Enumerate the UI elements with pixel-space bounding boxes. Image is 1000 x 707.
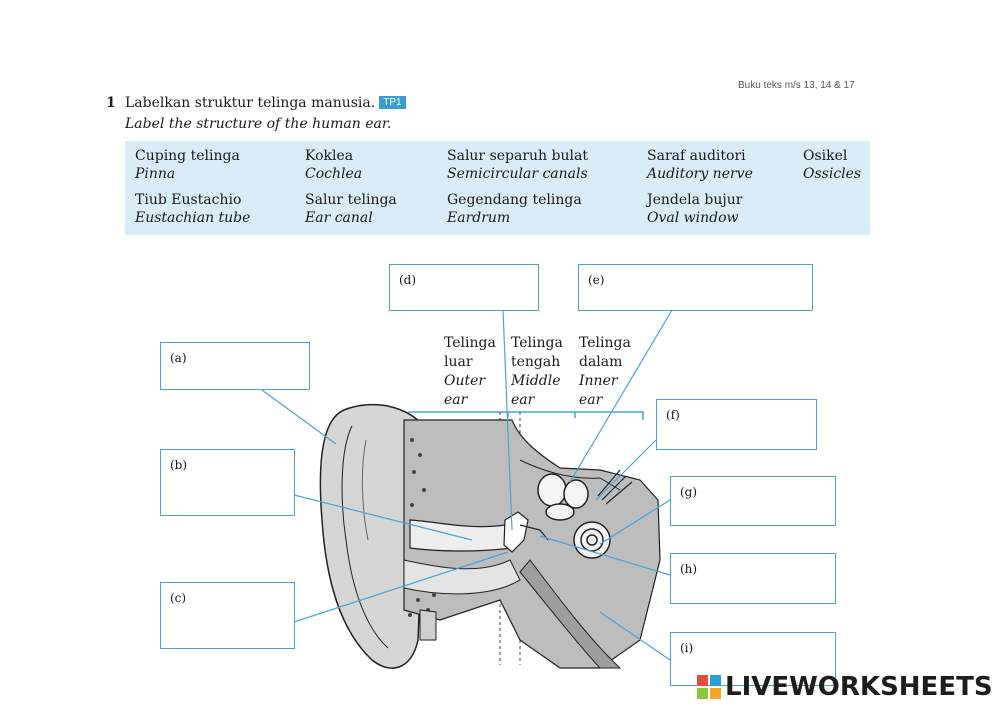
cochlea-shape <box>574 522 610 558</box>
answer-box-f[interactable]: (f) <box>656 399 817 450</box>
answer-box-d[interactable]: (d) <box>389 264 539 311</box>
answer-label: (h) <box>680 562 697 576</box>
answer-label: (g) <box>680 485 697 499</box>
answer-label: (e) <box>588 273 604 287</box>
answer-label: (b) <box>170 458 187 472</box>
answer-box-b[interactable]: (b) <box>160 449 295 516</box>
answer-box-g[interactable]: (g) <box>670 476 836 526</box>
answer-box-h[interactable]: (h) <box>670 553 836 604</box>
liveworksheets-logo: LIVEWORKSHEETS <box>697 672 993 702</box>
answer-box-c[interactable]: (c) <box>160 582 295 649</box>
logo-text: LIVEWORKSHEETS <box>725 672 993 702</box>
answer-label: (f) <box>666 408 680 422</box>
answer-label: (c) <box>170 591 186 605</box>
answer-label: (d) <box>399 273 416 287</box>
liveworksheets-logo-icon <box>697 675 721 699</box>
answer-label: (a) <box>170 351 187 365</box>
answer-label: (i) <box>680 641 693 655</box>
answer-box-e[interactable]: (e) <box>578 264 813 311</box>
answer-box-a[interactable]: (a) <box>160 342 310 390</box>
